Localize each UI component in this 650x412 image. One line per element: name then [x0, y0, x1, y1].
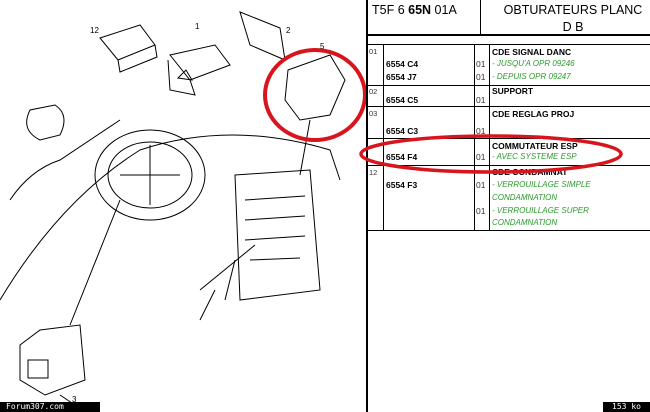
exploded-diagram: 12 1 2 5 3: [0, 11, 367, 406]
part-ref: 6554 C4: [386, 59, 419, 69]
callout-1: 1: [195, 22, 200, 31]
callout-5: 5: [320, 42, 325, 51]
table-row-esp-switch: 6554 F4 01 COMMUTATEUR ESP- AVEC SYSTEME…: [368, 139, 650, 166]
highlight-ellipse-esp: [359, 134, 623, 174]
catalog-reference: T5F 6 65N 01A: [372, 3, 457, 17]
site-watermark: Forum307.com: [0, 402, 100, 412]
callout-12: 12: [90, 26, 99, 35]
dashboard-drawing: [0, 11, 367, 406]
highlight-circle-switch: [263, 48, 367, 142]
divider: [366, 0, 368, 412]
switch-12: [99, 24, 156, 61]
table-row: 02 6554 C5 01 SUPPORT: [368, 85, 650, 107]
callout-3: 3: [72, 395, 77, 404]
file-size: 153 ko: [603, 402, 650, 412]
table-row: 03 6554 C3 01 CDE REGLAG PROJ: [368, 107, 650, 139]
hazard-icon: [176, 69, 193, 81]
callout-2: 2: [286, 26, 291, 35]
